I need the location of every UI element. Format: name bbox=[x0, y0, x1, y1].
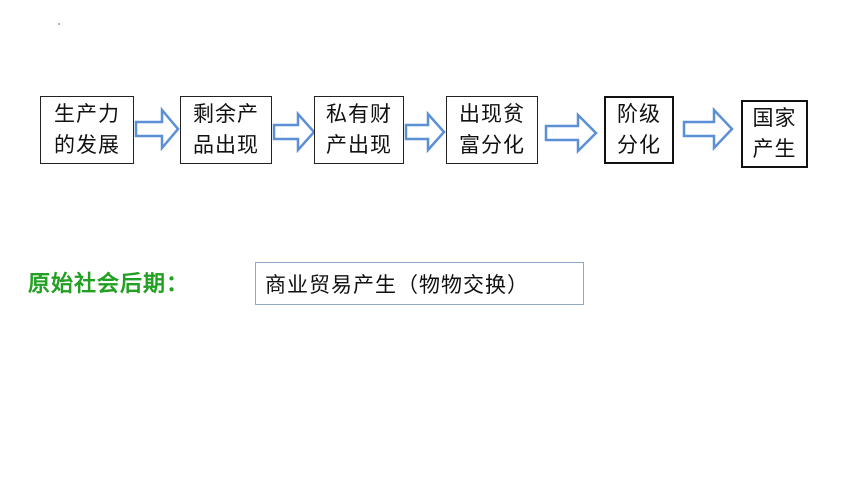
flow-arrow-icon bbox=[134, 106, 180, 152]
flow-arrow-icon bbox=[682, 106, 734, 152]
step-text-line2: 的发展 bbox=[54, 133, 120, 157]
step-text-line1: 阶级 bbox=[617, 102, 661, 126]
step-surplus-products: 剩余产品出现 bbox=[180, 96, 272, 164]
decorative-dot bbox=[58, 23, 60, 25]
step-text-line1: 剩余产 bbox=[193, 102, 259, 126]
step-text-line2: 产生 bbox=[752, 137, 797, 161]
barter-trade-box: 商业贸易产生（物物交换） bbox=[255, 262, 584, 305]
step-text-line1: 生产力 bbox=[54, 102, 120, 126]
step-text-line1: 国家 bbox=[752, 106, 797, 130]
step-text-line2: 分化 bbox=[617, 133, 661, 157]
step-text-line2: 产出现 bbox=[326, 133, 392, 157]
step-private-property: 私有财产出现 bbox=[314, 96, 404, 164]
flow-arrow-icon bbox=[272, 110, 316, 154]
step-text-line1: 私有财 bbox=[326, 102, 392, 126]
step-wealth-polarization: 出现贫富分化 bbox=[446, 96, 538, 164]
flow-arrow-icon bbox=[544, 111, 598, 155]
step-state-emerges: 国家产生 bbox=[741, 100, 808, 168]
step-text-line2: 富分化 bbox=[459, 133, 525, 157]
flow-arrow-icon bbox=[404, 110, 446, 154]
step-productivity-development: 生产力的发展 bbox=[40, 96, 134, 164]
step-text-line2: 品出现 bbox=[193, 133, 259, 157]
late-primitive-society-label: 原始社会后期： bbox=[28, 272, 190, 297]
step-class-division: 阶级分化 bbox=[604, 96, 674, 164]
step-text-line1: 出现贫 bbox=[459, 102, 525, 126]
